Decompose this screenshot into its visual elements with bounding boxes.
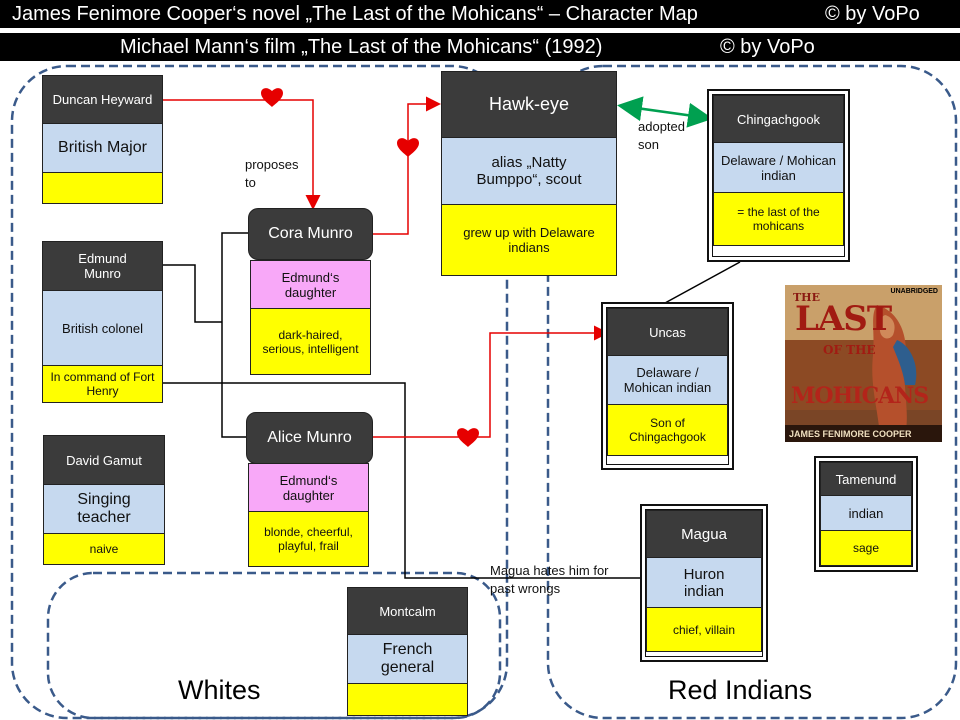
- character-name: Montcalm: [347, 587, 468, 635]
- character-name: Uncas: [607, 308, 728, 356]
- character-card-duncan[interactable]: Duncan Heyward British Major: [42, 75, 163, 204]
- cover-badge: UNABRIDGED: [890, 288, 938, 295]
- film-copyright: © by VoPo: [720, 36, 815, 58]
- character-name: Hawk-eye: [441, 71, 617, 138]
- character-role: alias „Natty Bumppo“, scout: [441, 137, 617, 205]
- character-role: Edmund‘s daughter: [250, 260, 371, 309]
- character-role: Edmund‘s daughter: [248, 463, 369, 512]
- red-indians-group-outline: [546, 64, 958, 720]
- character-note: [347, 683, 468, 716]
- character-name: Cora Munro: [248, 208, 373, 260]
- character-note: grew up with Delaware indians: [441, 204, 617, 276]
- edmund-to-daughters-line: [162, 264, 222, 323]
- book-cover-image: UNABRIDGED THE LAST OF THE MOHICANS JAME…: [785, 285, 942, 442]
- magua-hates-label: Magua hates him for past wrongs: [490, 563, 609, 596]
- character-details-cora: Edmund‘s daughter dark-haired, serious, …: [250, 260, 371, 375]
- book-cover-art: [785, 285, 942, 442]
- character-note: Son of Chingachgook: [607, 404, 728, 456]
- character-note: naive: [43, 533, 165, 565]
- character-card-cora[interactable]: Cora Munro: [248, 208, 373, 260]
- character-note: chief, villain: [646, 607, 762, 652]
- character-note: sage: [820, 530, 912, 566]
- film-title: Michael Mann‘s film „The Last of the Moh…: [120, 36, 603, 58]
- character-note: blonde, cheerful, playful, frail: [248, 511, 369, 567]
- character-card-magua[interactable]: Magua Huron indian chief, villain: [640, 504, 768, 662]
- heart-icon: [397, 138, 419, 157]
- heart-icon: [457, 428, 479, 447]
- character-role: indian: [820, 495, 912, 531]
- chingachgook-uncas-line: [664, 261, 741, 304]
- character-name: Magua: [646, 510, 762, 558]
- whites-group-label: Whites: [178, 675, 261, 705]
- magua-hates-edmund-line: [162, 382, 642, 579]
- novel-copyright: © by VoPo: [825, 3, 920, 25]
- character-note: = the last of the mohicans: [713, 192, 844, 246]
- character-name: Alice Munro: [246, 412, 373, 464]
- character-card-hawkeye[interactable]: Hawk-eye alias „Natty Bumppo“, scout gre…: [441, 71, 617, 276]
- character-name: Tamenund: [820, 462, 912, 496]
- character-name: David Gamut: [43, 435, 165, 485]
- red-indians-group-label: Red Indians: [668, 675, 813, 705]
- character-card-david[interactable]: David Gamut Singing teacher naive: [43, 435, 165, 565]
- character-name: Edmund Munro: [42, 241, 163, 291]
- daughters-bracket-line: [221, 232, 248, 438]
- character-card-tamenund[interactable]: Tamenund indian sage: [814, 456, 918, 572]
- character-role: Singing teacher: [43, 484, 165, 534]
- character-role: British colonel: [42, 290, 163, 366]
- cover-title-last: LAST: [795, 299, 892, 339]
- character-role: British Major: [42, 123, 163, 173]
- character-role: Delaware / Mohican indian: [713, 142, 844, 193]
- character-card-alice[interactable]: Alice Munro: [246, 412, 373, 464]
- character-card-montcalm[interactable]: Montcalm French general: [347, 587, 468, 716]
- cover-title-of-the: OF THE: [823, 343, 876, 357]
- whites-group-outline: [10, 64, 509, 720]
- alice-loves-uncas-line: [373, 325, 609, 438]
- character-note: In command of Fort Henry: [42, 365, 163, 403]
- title-bar-film: Michael Mann‘s film „The Last of the Moh…: [0, 33, 960, 61]
- character-details-alice: Edmund‘s daughter blonde, cheerful, play…: [248, 463, 369, 567]
- cora-loves-hawkeye-line: [373, 96, 441, 235]
- character-note: dark-haired, serious, intelligent: [250, 308, 371, 375]
- hawkeye-chingachgook-line: [617, 96, 713, 128]
- cover-author: JAMES FENIMORE COOPER: [789, 429, 912, 439]
- novel-title: James Fenimore Cooper‘s novel „The Last …: [12, 3, 698, 25]
- character-name: Chingachgook: [713, 95, 844, 143]
- adopted-son-label: adopted son: [638, 119, 685, 152]
- duncan-loves-cora-line: [162, 99, 321, 210]
- character-card-uncas[interactable]: Uncas Delaware / Mohican indian Son of C…: [601, 302, 734, 470]
- proposes-label: proposes to: [245, 157, 299, 190]
- cover-title-mohicans: MOHICANS: [791, 383, 929, 409]
- character-note: [42, 172, 163, 204]
- character-card-edmund[interactable]: Edmund Munro British colonel In command …: [42, 241, 163, 403]
- character-role: Huron indian: [646, 557, 762, 608]
- cover-title-the: THE: [793, 291, 820, 304]
- character-card-chingachgook[interactable]: Chingachgook Delaware / Mohican indian =…: [707, 89, 850, 262]
- character-role: French general: [347, 634, 468, 684]
- character-role: Delaware / Mohican indian: [607, 355, 728, 405]
- title-bar-novel: James Fenimore Cooper‘s novel „The Last …: [0, 0, 960, 28]
- character-name: Duncan Heyward: [42, 75, 163, 124]
- heart-icon: [261, 88, 283, 107]
